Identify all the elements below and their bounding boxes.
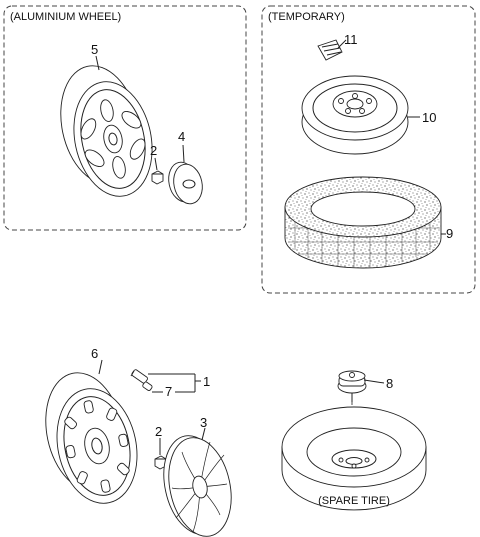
valve-stem — [130, 369, 153, 391]
temporary-steel-wheel — [301, 75, 409, 155]
callout-10: 10 — [422, 110, 436, 125]
callout-2-lower: 2 — [155, 424, 162, 439]
spare-tire-group: 8 (SPARE TIRE) — [281, 370, 427, 511]
steel-wheel — [45, 372, 138, 504]
spare-tire-caption: (SPARE TIRE) — [318, 495, 390, 507]
aluminium-wheel-panel: (ALUMINIUM WHEEL) 5 2 — [3, 5, 247, 231]
center-cap — [168, 161, 203, 205]
callout-3: 3 — [200, 415, 207, 430]
callout-11: 11 — [344, 32, 358, 47]
callout-9: 9 — [446, 226, 453, 241]
spare-tire — [281, 406, 427, 511]
steel-wheel-group: 6 1 7 2 — [45, 346, 232, 537]
callout-2-upper: 2 — [150, 143, 157, 158]
callout-6: 6 — [91, 346, 98, 361]
valve-bracket — [148, 373, 201, 393]
callout-7: 7 — [165, 384, 172, 399]
temporary-panel: (TEMPORARY) 11 10 — [261, 5, 476, 294]
callout-8: 8 — [386, 376, 393, 391]
callout-5: 5 — [91, 42, 98, 57]
spare-hold-down-bolt — [337, 370, 367, 402]
valve-clip — [317, 39, 343, 61]
aluminium-wheel-caption: (ALUMINIUM WHEEL) — [10, 11, 121, 23]
wheel-cover — [163, 435, 232, 537]
lug-nut-aluminium — [151, 170, 164, 185]
aluminium-wheel — [60, 65, 153, 197]
callout-4: 4 — [178, 129, 185, 144]
callout-1: 1 — [203, 374, 210, 389]
temporary-tire — [284, 176, 442, 269]
temporary-caption: (TEMPORARY) — [268, 11, 345, 23]
